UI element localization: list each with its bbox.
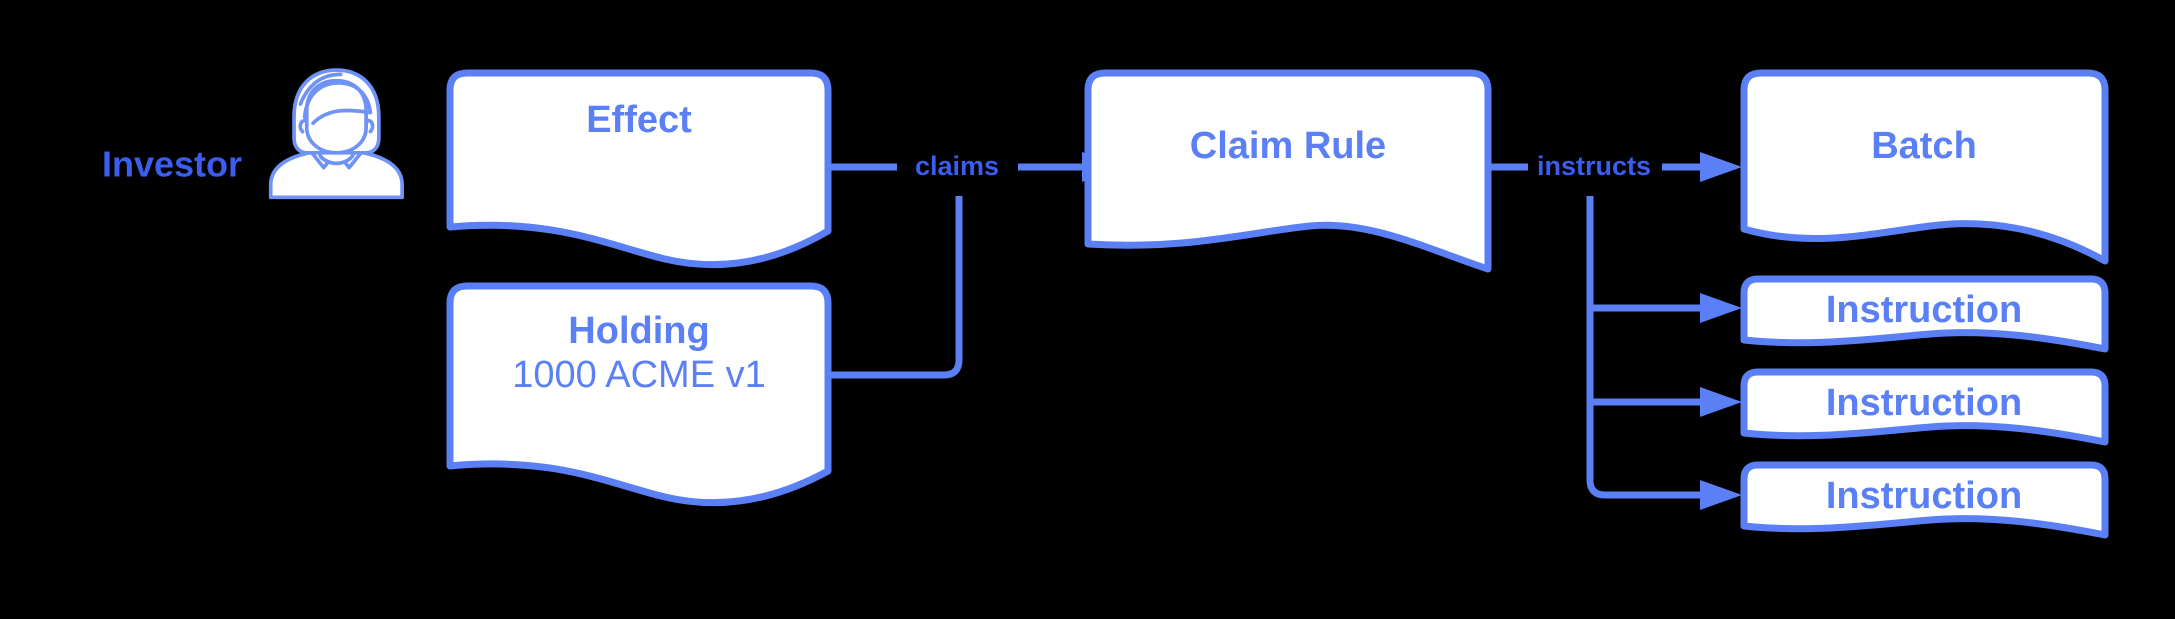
node-effect[interactable]: Effect bbox=[446, 69, 832, 269]
node-holding-shape bbox=[446, 282, 832, 507]
edge-instruction-3-arrowhead bbox=[1700, 480, 1742, 510]
node-claim-rule[interactable]: Claim Rule bbox=[1084, 69, 1492, 273]
investor-person-icon bbox=[268, 68, 405, 200]
node-batch[interactable]: Batch bbox=[1740, 69, 2109, 265]
edge-instruction-2-arrowhead bbox=[1700, 387, 1742, 417]
edge-label-instructs: instructs bbox=[1537, 151, 1651, 181]
actor-investor[interactable]: Investor bbox=[102, 68, 405, 200]
node-instruction-2-label: Instruction bbox=[1826, 382, 2022, 424]
node-batch-shape bbox=[1740, 69, 2109, 265]
edge-effect-claims[interactable]: claims bbox=[828, 151, 1124, 182]
edge-label-claims: claims bbox=[915, 151, 999, 181]
node-holding[interactable]: Holding 1000 ACME v1 bbox=[446, 282, 832, 507]
edge-holding-claims-path bbox=[828, 196, 963, 379]
node-claim-rule-shape bbox=[1084, 69, 1492, 273]
node-instruction-1-shape bbox=[1740, 275, 2109, 353]
edge-claimrule-instructs[interactable]: instructs bbox=[1488, 151, 1742, 182]
node-instruction-2[interactable]: Instruction bbox=[1740, 368, 2109, 446]
node-instruction-2-shape bbox=[1740, 368, 2109, 446]
node-batch-label: Batch bbox=[1871, 125, 1977, 167]
edge-claimrule-instructions[interactable] bbox=[1586, 196, 1742, 510]
actor-investor-label: Investor bbox=[102, 144, 242, 185]
node-holding-sublabel: 1000 ACME v1 bbox=[512, 354, 765, 396]
node-holding-label: Holding bbox=[568, 310, 709, 352]
node-effect-shape bbox=[446, 69, 832, 269]
node-instruction-1[interactable]: Instruction bbox=[1740, 275, 2109, 353]
node-instruction-3-shape bbox=[1740, 461, 2109, 539]
edge-instruction-1-arrowhead bbox=[1700, 293, 1742, 323]
node-instruction-3-label: Instruction bbox=[1826, 475, 2022, 517]
node-instruction-1-label: Instruction bbox=[1826, 289, 2022, 331]
edge-claimrule-instructs-arrowhead bbox=[1700, 152, 1742, 182]
node-claim-rule-label: Claim Rule bbox=[1190, 125, 1386, 167]
edge-holding-claims[interactable] bbox=[828, 196, 963, 379]
edge-instruction-3-path bbox=[1586, 196, 1700, 499]
node-instruction-3[interactable]: Instruction bbox=[1740, 461, 2109, 539]
node-effect-label: Effect bbox=[586, 99, 692, 141]
